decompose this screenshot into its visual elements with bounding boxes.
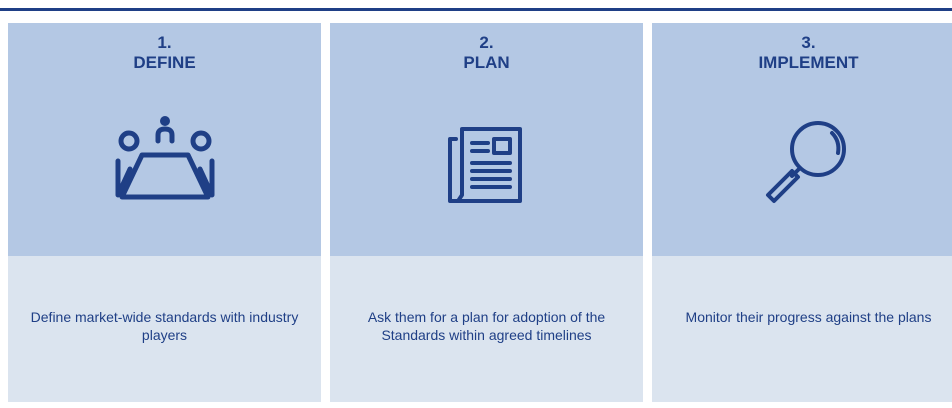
step-number: 2. — [479, 33, 494, 52]
card-header-panel — [8, 23, 321, 256]
step-card-define: 1. DEFINE Define market-wide standards w… — [8, 23, 321, 402]
top-rule — [0, 8, 952, 11]
card-header-panel — [330, 23, 643, 256]
step-title: 3. IMPLEMENT — [652, 33, 952, 73]
step-card-plan: 2. PLAN Ask them for a plan for adoption… — [330, 23, 643, 402]
document-icon — [432, 111, 542, 221]
card-description-panel — [652, 256, 952, 402]
magnifier-icon — [754, 111, 864, 221]
step-name: PLAN — [463, 53, 510, 72]
meeting-table-icon — [110, 111, 220, 221]
step-card-implement: 3. IMPLEMENT Monitor their progress agai… — [652, 23, 952, 402]
step-description: Monitor their progress against the plans — [685, 309, 932, 325]
step-title: 1. DEFINE — [8, 33, 321, 73]
step-number: 1. — [157, 33, 172, 52]
step-description: Ask them for a plan for adoption of the … — [367, 309, 606, 343]
step-number: 3. — [801, 33, 816, 52]
step-name: IMPLEMENT — [758, 53, 859, 72]
card-header-panel — [652, 23, 952, 256]
step-description: Define market-wide standards with indust… — [30, 309, 299, 343]
card-description-panel — [8, 256, 321, 402]
card-description-panel — [330, 256, 643, 402]
step-title: 2. PLAN — [330, 33, 643, 73]
step-name: DEFINE — [133, 53, 196, 72]
